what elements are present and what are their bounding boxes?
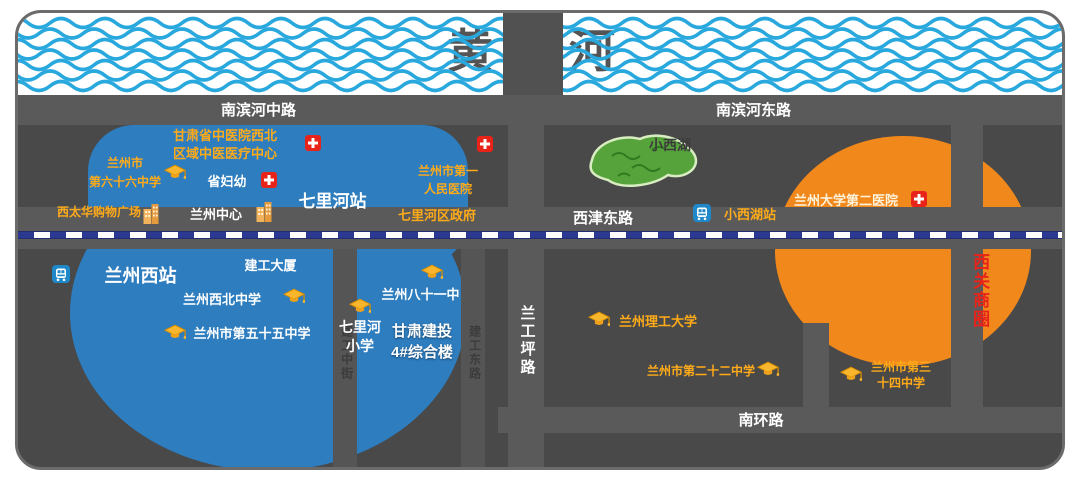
- poi-first-hospital: 兰州市第一 人民医院: [417, 164, 478, 196]
- poi-school22: 兰州市第二十二中学: [646, 364, 755, 378]
- poi-northwest-school: 兰州西北中学: [182, 292, 261, 307]
- graduation-cap-icon: [164, 164, 186, 181]
- road-jiangong-mid: [333, 249, 357, 467]
- graduation-cap-icon: [421, 264, 443, 281]
- road-jiangong-east: [461, 249, 485, 467]
- road-label-jiangong-mid: 建工中街: [339, 325, 354, 381]
- road-label-jiangong-east: 建工东路: [467, 325, 482, 381]
- metro-icon: [693, 204, 711, 222]
- graduation-cap-icon: [840, 366, 862, 383]
- graduation-cap-icon: [588, 311, 610, 328]
- hospital-cross-icon: [477, 136, 493, 152]
- poi-lanzhou-center: 兰州中心: [189, 207, 242, 222]
- poi-lzu-second-hospital: 兰州大学第二医院: [793, 193, 898, 208]
- hospital-cross-icon: [911, 191, 927, 207]
- map-card: 黄 河 南滨河中路 南滨河东路 西津东路 南环路 兰工坪路 建工中街: [15, 10, 1065, 470]
- poi-lake-label: 小西湖: [649, 137, 691, 153]
- poi-tcm-hospital: 甘肃省中医院西北 区域中医医疗中心: [172, 128, 277, 161]
- poi-district-government: 七里河区政府: [397, 208, 476, 223]
- hospital-cross-icon: [261, 172, 277, 188]
- road-east-vertical: [951, 95, 983, 433]
- building-icon: [141, 202, 161, 224]
- poi-lanzhou-west-station: 兰州西站: [104, 266, 177, 286]
- lake-xiaoxihu-shape: [589, 134, 698, 187]
- road-mid-vertical: [803, 323, 829, 433]
- poi-xiaoxihu-station: 小西湖站: [723, 207, 776, 222]
- building-icon: [254, 200, 274, 222]
- road-label-nanhuan: 南环路: [738, 412, 784, 429]
- poi-lut: 兰州理工大学: [618, 314, 697, 329]
- poi-school55: 兰州市第五十五中学: [193, 326, 311, 341]
- road-bridge-crossing: [503, 13, 563, 97]
- graduation-cap-icon: [164, 324, 186, 341]
- metro-icon: [52, 265, 70, 283]
- poi-school66: 兰州市 第六十六中学: [88, 156, 161, 189]
- metro-line-1: [18, 231, 1062, 239]
- road-label-nanbinhe-mid: 南滨河中路: [220, 102, 296, 119]
- poi-plaza: 西太华购物广场: [56, 205, 141, 219]
- poi-maternity-hospital: 省妇幼: [207, 174, 247, 189]
- poi-school34: 兰州市第三 十四中学: [870, 360, 931, 390]
- river-waves-pattern: [18, 16, 1062, 93]
- hospital-cross-icon: [305, 135, 321, 151]
- poi-xiguan-cbd: 西关商圈: [970, 253, 990, 329]
- poi-jiangong-tower: 建工大厦: [244, 258, 297, 273]
- poi-qilihe-primary: 七里河 小学: [339, 319, 381, 354]
- poi-qilihe-station: 七里河站: [298, 192, 367, 211]
- road-label-nanbinhe-east: 南滨河东路: [715, 102, 791, 119]
- graduation-cap-icon: [757, 361, 779, 378]
- road-label-xijin-east: 西津东路: [572, 210, 633, 227]
- poi-project-building: 甘肃建投 4#综合楼: [391, 323, 453, 361]
- poi-school81: 兰州八十一中: [381, 287, 460, 302]
- road-langongping: [508, 95, 544, 467]
- road-label-langongping: 兰工坪路: [518, 304, 536, 377]
- graduation-cap-icon: [283, 288, 305, 305]
